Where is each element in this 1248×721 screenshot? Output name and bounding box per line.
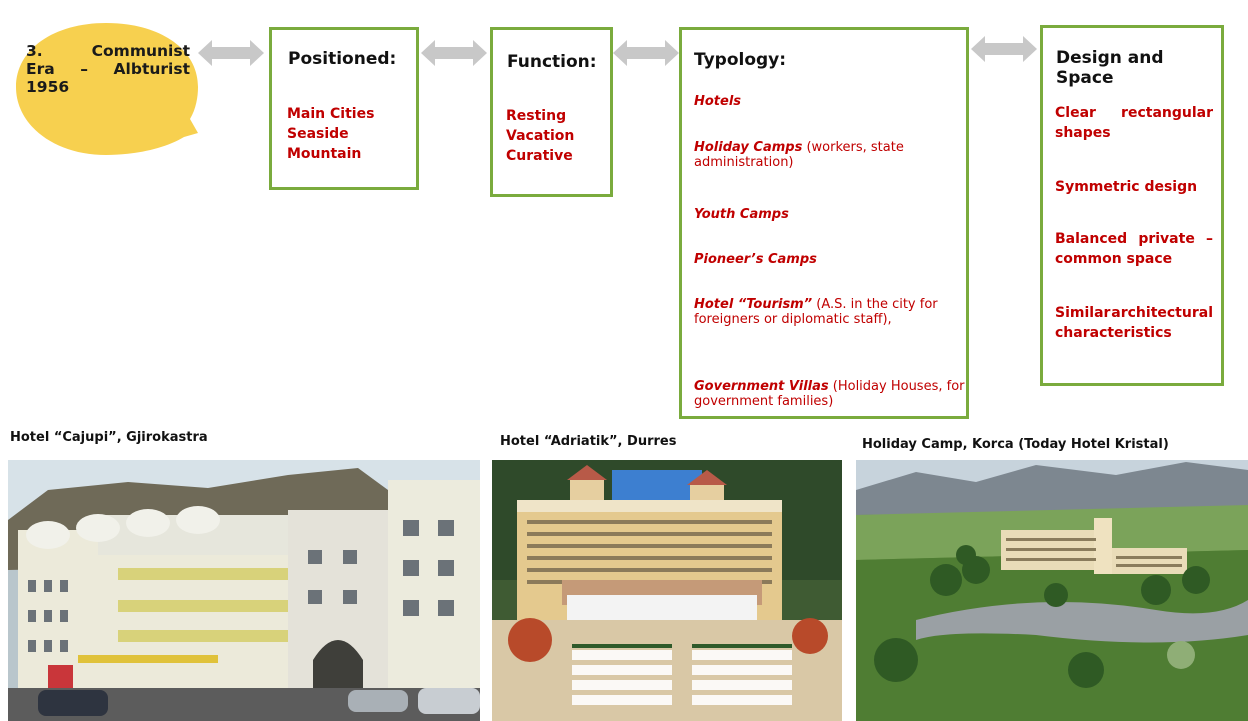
positioned-box: Positioned: Main Cities Seaside Mountain [269,27,419,190]
typology-item: Pioneer’s Camps [694,252,817,267]
positioned-item: Main Cities [287,106,375,122]
positioned-item: Mountain [287,146,362,162]
positioned-title: Positioned: [288,49,397,69]
function-box: Function: Resting Vacation Curative [490,27,613,197]
era-line-2: Era – Albturist [26,60,190,78]
hotel-adriatik-photo [492,460,842,721]
positioned-item: Seaside [287,126,349,142]
typology-item: Hotel “Tourism” (A.S. in the city for fo… [694,297,938,327]
holiday-camp-korca-photo [856,460,1248,721]
function-title: Function: [507,52,597,72]
hotel-cajupi-photo [8,460,480,721]
typology-item: Hotels [694,94,742,109]
era-line-3: 1956 [26,78,70,96]
double-arrow-icon [198,40,264,66]
function-item: Curative [506,148,573,164]
function-item: Resting [506,108,567,124]
era-bubble-text: 3. Communist Era – Albturist 1956 [26,42,190,96]
photo-caption: Hotel “Adriatik”, Durres [500,434,677,449]
double-arrow-icon [613,40,679,66]
speech-bubble-shape [16,23,198,155]
era-line-1: 3. Communist [26,42,190,60]
typology-item: Holiday Camps (workers, state administra… [694,140,904,170]
photo-caption: Hotel “Cajupi”, Gjirokastra [10,430,208,445]
photo-caption: Holiday Camp, Korca (Today Hotel Kristal… [862,437,1169,452]
function-list: Resting Vacation Curative [506,106,574,166]
positioned-list: Main Cities Seaside Mountain [287,104,374,164]
design-space-title: Design and Space [1056,48,1164,88]
function-item: Vacation [506,128,575,144]
double-arrow-icon [421,40,487,66]
typology-item: Youth Camps [694,207,789,222]
typology-item: Government Villas (Holiday Houses, for g… [694,379,965,409]
double-arrow-icon [971,36,1037,62]
typology-title: Typology: [694,50,787,70]
typology-box: Typology: Hotels Holiday Camps (workers,… [679,27,969,419]
design-item: Symmetric design [1055,179,1198,195]
